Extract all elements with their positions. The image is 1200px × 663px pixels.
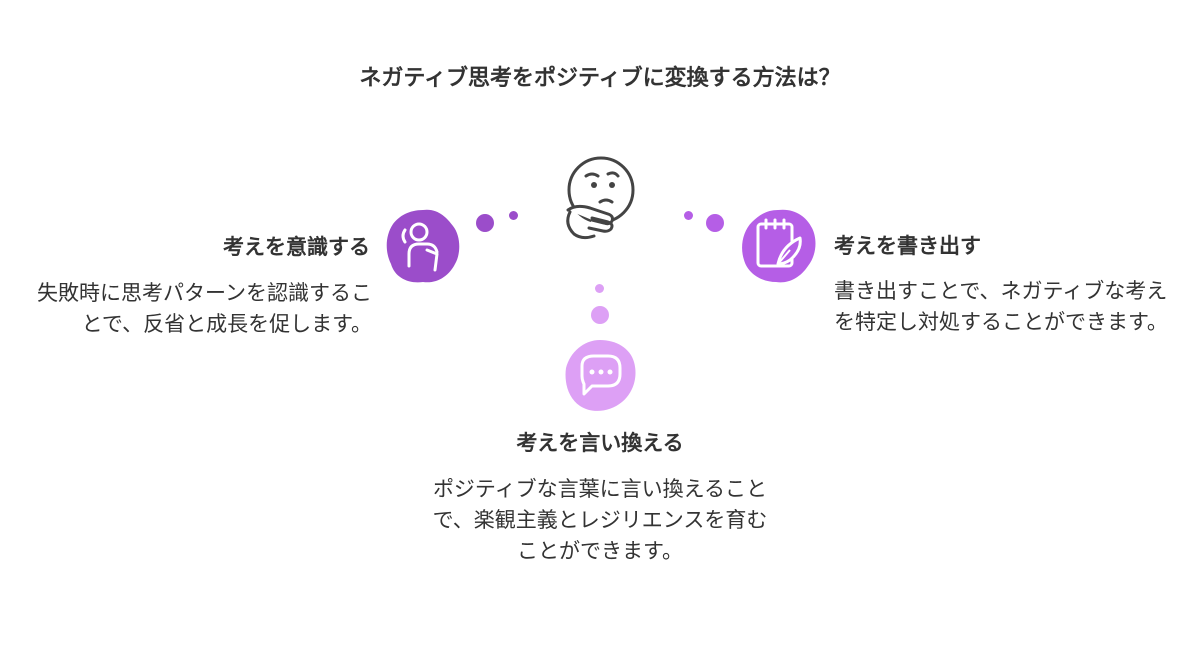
node-description-reframe: ポジティブな言葉に言い換えることで、楽観主義とレジリエンスを育むことができます。	[432, 477, 768, 563]
thinking-face-icon	[556, 154, 646, 246]
node-heading-awareness: 考えを意識する	[223, 235, 370, 259]
node-heading-write-out: 考えを書き出す	[834, 234, 981, 258]
connector-dot	[509, 211, 518, 220]
speech-bubble-icon	[560, 336, 640, 416]
node-description-awareness: 失敗時に思考パターンを認識することで、反省と成長を促します。	[37, 281, 372, 336]
node-heading-reframe: 考えを言い換える	[516, 431, 684, 455]
connector-dot	[595, 284, 604, 293]
connector-dot	[684, 211, 693, 220]
self-reflection-person-icon	[383, 206, 463, 286]
connector-dot	[591, 306, 609, 324]
diagram-title: ネガティブ思考をポジティブに変換する方法は？	[359, 66, 841, 91]
node-description-write-out: 書き出すことで、ネガティブな考えを特定し対処することができます。	[834, 279, 1168, 334]
notepad-quill-icon	[738, 206, 818, 286]
connector-dot	[706, 214, 724, 232]
connector-dot	[476, 214, 494, 232]
